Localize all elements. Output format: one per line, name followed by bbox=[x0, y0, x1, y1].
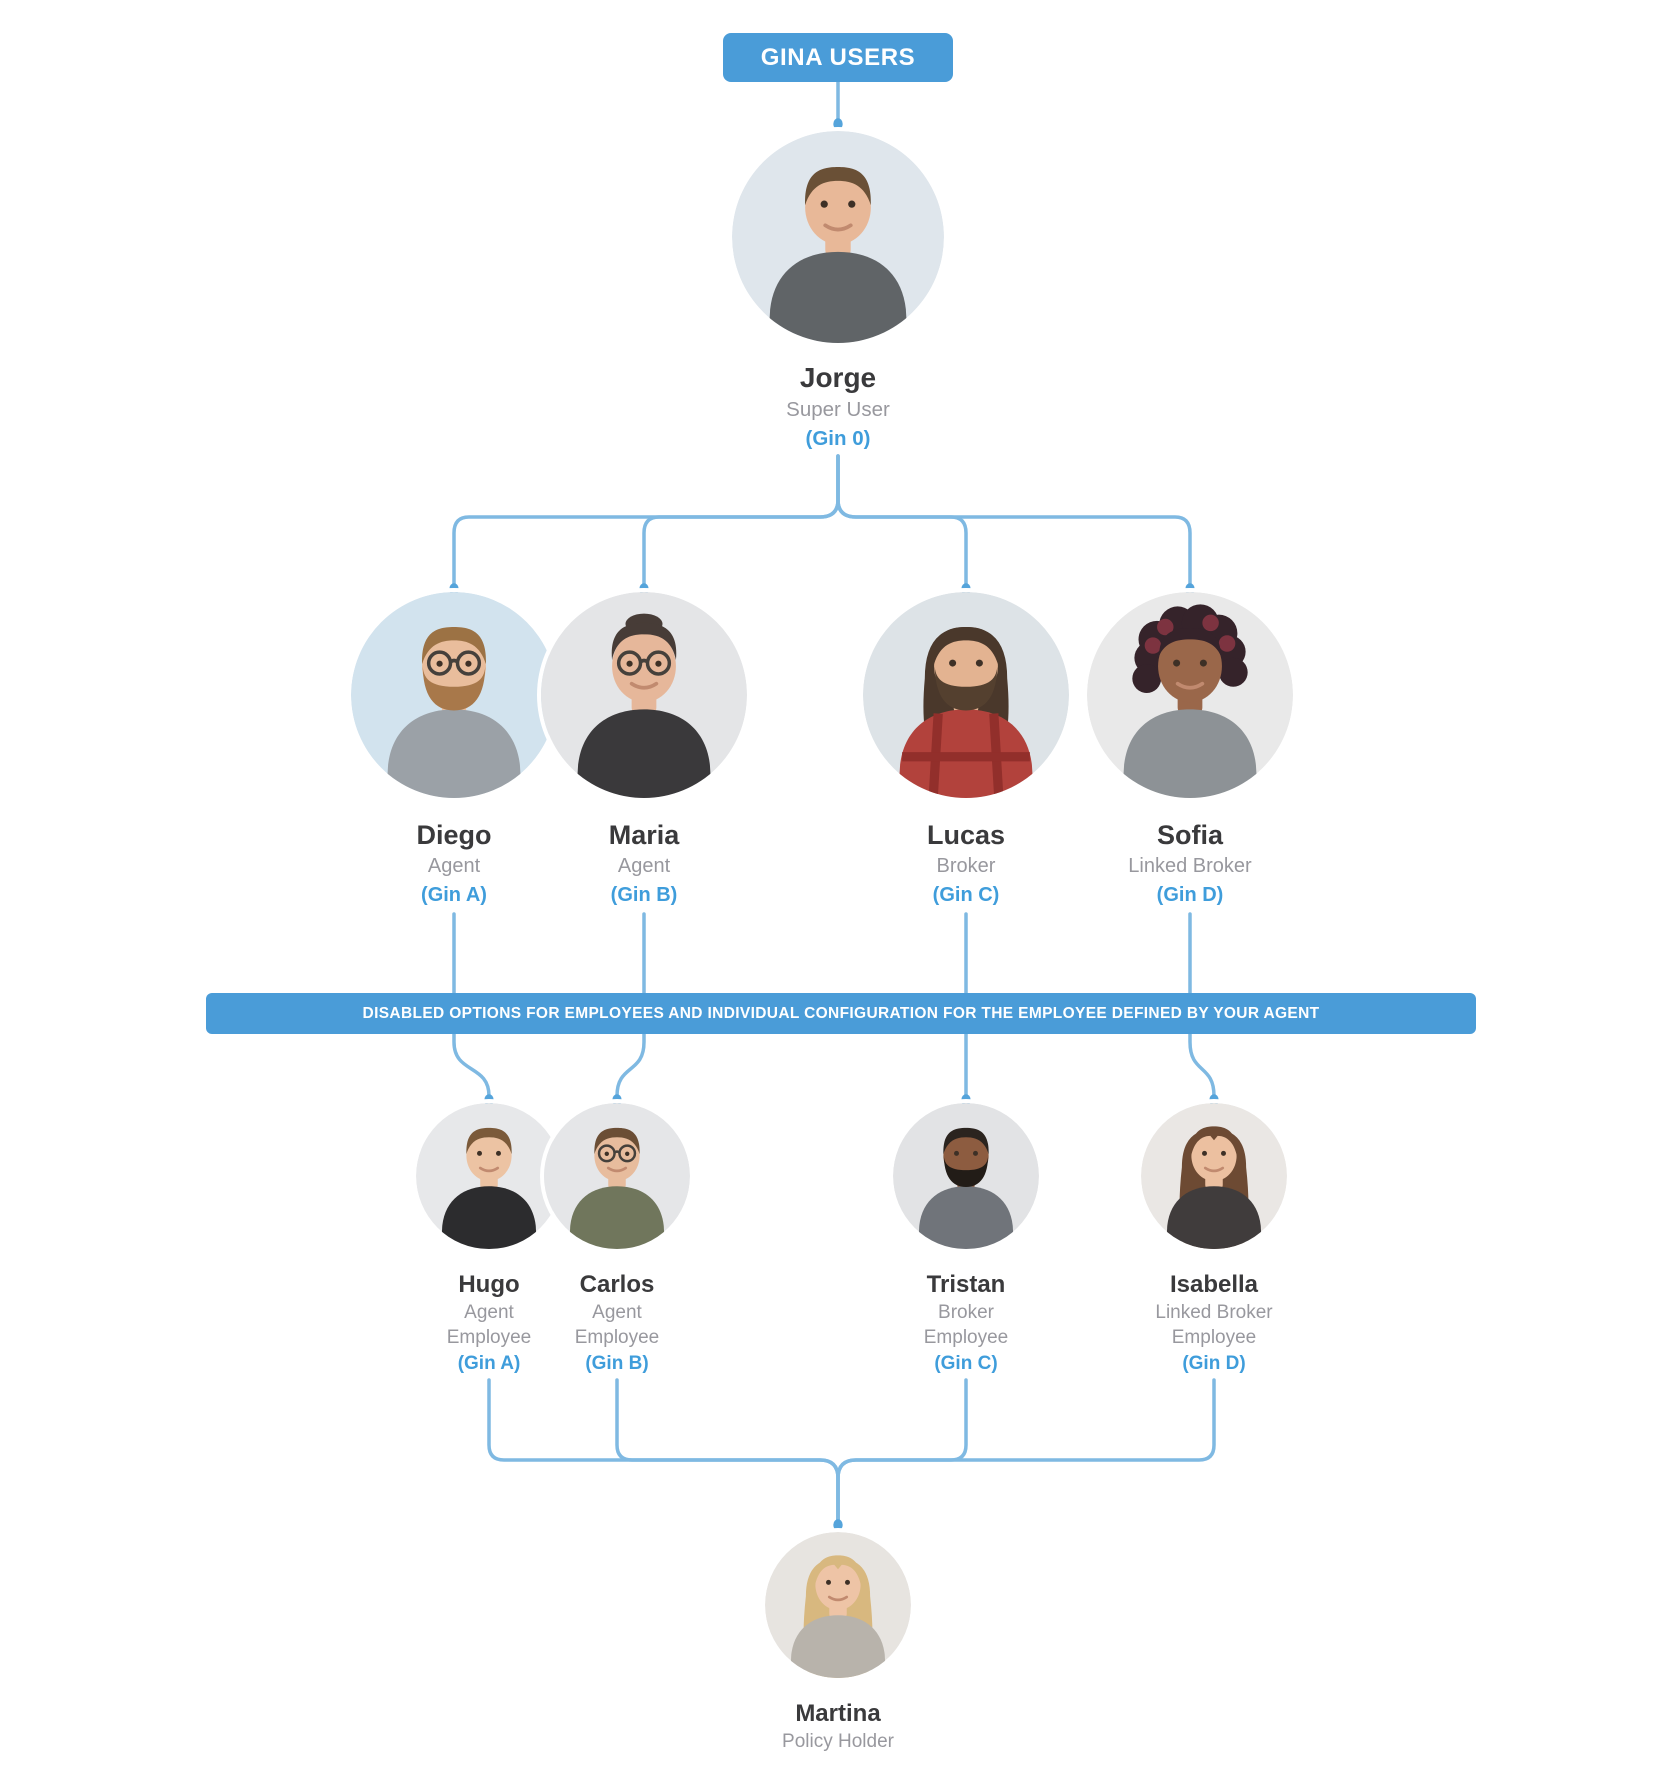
person-role: Linked Broker Employee bbox=[1155, 1302, 1273, 1348]
person-gin: (Gin C) bbox=[934, 1353, 998, 1374]
person-gin: (Gin D) bbox=[1182, 1353, 1246, 1374]
connector-tristan-martina bbox=[836, 1378, 968, 1522]
connector-jorge-sofia bbox=[836, 454, 1192, 586]
person-name: Hugo bbox=[458, 1271, 520, 1298]
person-isabella: Isabella Linked Broker Employee (Gin D) bbox=[1074, 1103, 1354, 1377]
person-name: Tristan bbox=[926, 1271, 1006, 1298]
sofia-avatar bbox=[1087, 592, 1293, 798]
person-diego: Diego Agent (Gin A) bbox=[314, 592, 594, 910]
jorge-avatar bbox=[732, 131, 944, 343]
person-name: Carlos bbox=[579, 1271, 655, 1298]
person-role: Linked Broker bbox=[1128, 855, 1252, 877]
connector-isabella-martina bbox=[836, 1378, 1216, 1522]
person-role: Super User bbox=[786, 398, 890, 421]
person-tristan: Tristan Broker Employee (Gin C) bbox=[826, 1103, 1106, 1377]
person-gin: (Gin A) bbox=[457, 1353, 521, 1374]
connector-sofia-isabella bbox=[1188, 912, 1216, 1098]
info-banner: DISABLED OPTIONS FOR EMPLOYEES AND INDIV… bbox=[206, 993, 1476, 1034]
person-role: Broker Employee bbox=[923, 1302, 1009, 1348]
person-role: Agent Employee bbox=[574, 1302, 660, 1348]
person-gin: (Gin B) bbox=[610, 884, 678, 906]
connector-diego-hugo bbox=[452, 912, 491, 1098]
person-name: Maria bbox=[608, 820, 680, 850]
person-role: Policy Holder bbox=[782, 1731, 894, 1752]
person-sofia: Sofia Linked Broker (Gin D) bbox=[1050, 592, 1330, 910]
person-name: Jorge bbox=[799, 362, 877, 393]
person-carlos: Carlos Agent Employee (Gin B) bbox=[477, 1103, 757, 1377]
person-gin: (Gin B) bbox=[585, 1353, 649, 1374]
isabella-avatar bbox=[1141, 1103, 1287, 1249]
diego-avatar bbox=[351, 592, 557, 798]
martina-avatar bbox=[765, 1532, 911, 1678]
person-name: Sofia bbox=[1156, 820, 1223, 850]
connector-dots bbox=[449, 118, 1219, 1531]
person-jorge: Jorge Super User (Gin 0) bbox=[698, 131, 978, 453]
carlos-avatar bbox=[544, 1103, 690, 1249]
person-gin: (Gin A) bbox=[421, 884, 487, 906]
chart-title-badge: GINA USERS bbox=[723, 33, 953, 82]
connector-hugo-martina bbox=[487, 1378, 840, 1522]
person-role: Agent bbox=[617, 855, 671, 877]
person-role: Broker bbox=[936, 855, 996, 877]
person-name: Diego bbox=[416, 820, 492, 850]
connector-jorge-lucas bbox=[836, 454, 968, 586]
connector-jorge-diego bbox=[452, 454, 840, 586]
person-gin: (Gin C) bbox=[932, 884, 1000, 906]
tristan-avatar bbox=[893, 1103, 1039, 1249]
person-name: Martina bbox=[795, 1700, 881, 1727]
person-hugo: Hugo Agent Employee (Gin A) bbox=[349, 1103, 629, 1377]
person-lucas: Lucas Broker (Gin C) bbox=[826, 592, 1106, 910]
person-role: Agent bbox=[427, 855, 481, 877]
person-name: Isabella bbox=[1169, 1271, 1259, 1298]
person-gin: (Gin D) bbox=[1156, 884, 1224, 906]
lucas-avatar bbox=[863, 592, 1069, 798]
connector-jorge-maria bbox=[642, 454, 840, 586]
maria-avatar bbox=[541, 592, 747, 798]
hugo-avatar bbox=[416, 1103, 562, 1249]
connector-carlos-martina bbox=[615, 1378, 840, 1522]
person-maria: Maria Agent (Gin B) bbox=[504, 592, 784, 910]
person-name: Lucas bbox=[926, 820, 1006, 850]
person-gin: (Gin 0) bbox=[805, 427, 871, 450]
person-martina: Martina Policy Holder bbox=[698, 1532, 978, 1754]
connector-maria-carlos bbox=[615, 912, 646, 1098]
person-role: Agent Employee bbox=[446, 1302, 532, 1348]
